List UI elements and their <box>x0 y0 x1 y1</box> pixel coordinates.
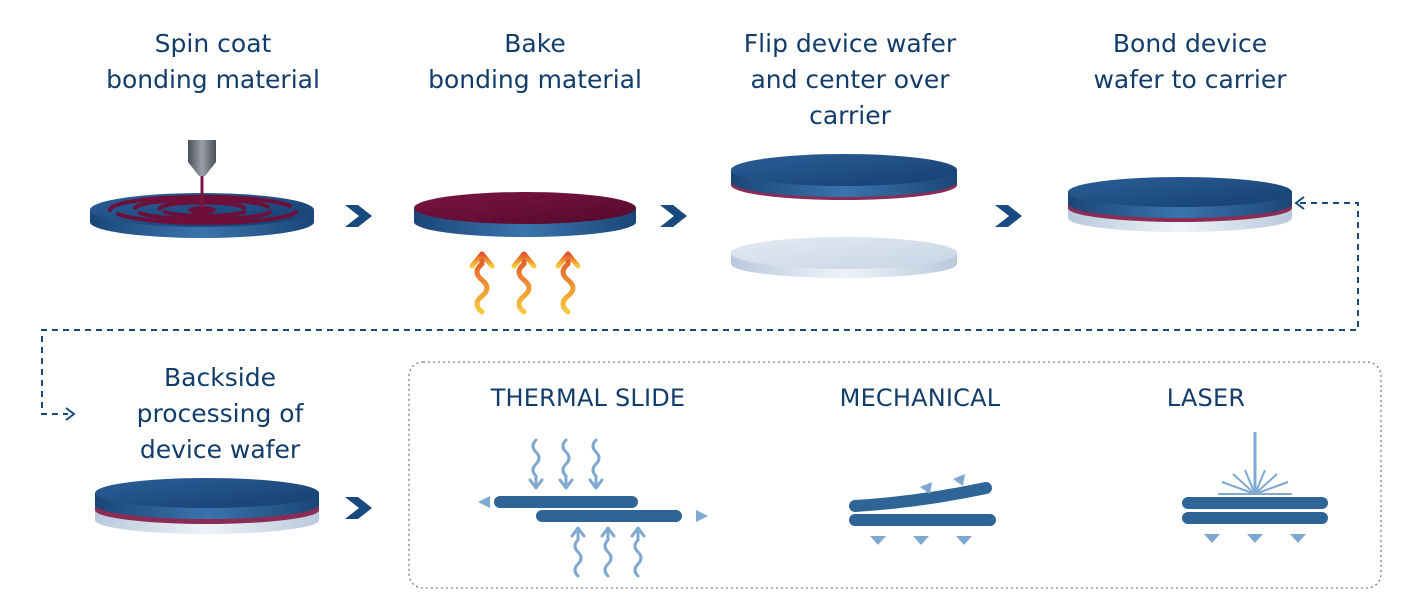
process-arrows <box>345 205 1022 519</box>
step-3-title-line-2: and center over <box>750 65 950 94</box>
bond-device-top <box>1068 177 1292 207</box>
backside-illustration <box>95 478 319 534</box>
thermal-slide-icon <box>478 438 708 578</box>
mechanical-icon <box>849 474 996 545</box>
step-1-title-line-1: Spin coat <box>154 29 272 58</box>
arrow-step-2-3 <box>660 205 687 227</box>
flip-center-illustration <box>731 154 957 278</box>
method-mechanical-title: MECHANICAL <box>839 384 1001 412</box>
bake-illustration <box>414 192 636 315</box>
nozzle-tip <box>188 162 216 176</box>
step-5-title-line-2: processing of <box>136 399 304 428</box>
step-3-title-line-1: Flip device wafer <box>743 29 957 58</box>
step-2-title: Bake bonding material <box>410 26 660 98</box>
laser-icon <box>1182 432 1328 543</box>
step-3-title-line-3: carrier <box>809 101 891 130</box>
arrow-step-3-4 <box>995 205 1022 227</box>
method-laser-title: LASER <box>1166 384 1246 412</box>
step-2-title-line-1: Bake <box>504 29 566 58</box>
dispense-puddle <box>188 206 216 214</box>
flip-device-top <box>731 154 957 186</box>
step-4-title-line-1: Bond device <box>1112 29 1268 58</box>
step-5-title-line-1: Backside <box>164 363 276 392</box>
step-4-title-line-2: wafer to carrier <box>1093 65 1287 94</box>
connector-arrowhead-in <box>1294 196 1305 210</box>
step-4-title: Bond device wafer to carrier <box>1065 26 1315 98</box>
step-1-title-line-2: bonding material <box>106 65 320 94</box>
step-5-title-line-3: device wafer <box>139 435 301 464</box>
nozzle-body <box>188 140 216 162</box>
bake-wafer-top <box>414 192 636 224</box>
method-thermal-slide-title: THERMAL SLIDE <box>490 384 686 412</box>
heat-waves <box>469 251 581 315</box>
spin-coat-illustration <box>90 140 314 238</box>
spiral-coating <box>108 194 298 225</box>
step-2-title-line-2: bonding material <box>428 65 642 94</box>
step-3-title: Flip device wafer and center over carrie… <box>725 26 975 134</box>
step-1-title: Spin coat bonding material <box>88 26 338 98</box>
backside-device-top <box>95 478 319 508</box>
arrow-step-1-2 <box>345 205 372 227</box>
flip-carrier-top <box>731 237 957 269</box>
bond-illustration <box>1068 177 1292 232</box>
debond-methods-panel <box>408 361 1382 589</box>
step-5-title: Backside processing of device wafer <box>95 360 345 468</box>
connector-arrowhead-out <box>65 407 76 421</box>
arrow-step-5-debond <box>345 497 372 519</box>
dashed-connector <box>41 202 1359 415</box>
